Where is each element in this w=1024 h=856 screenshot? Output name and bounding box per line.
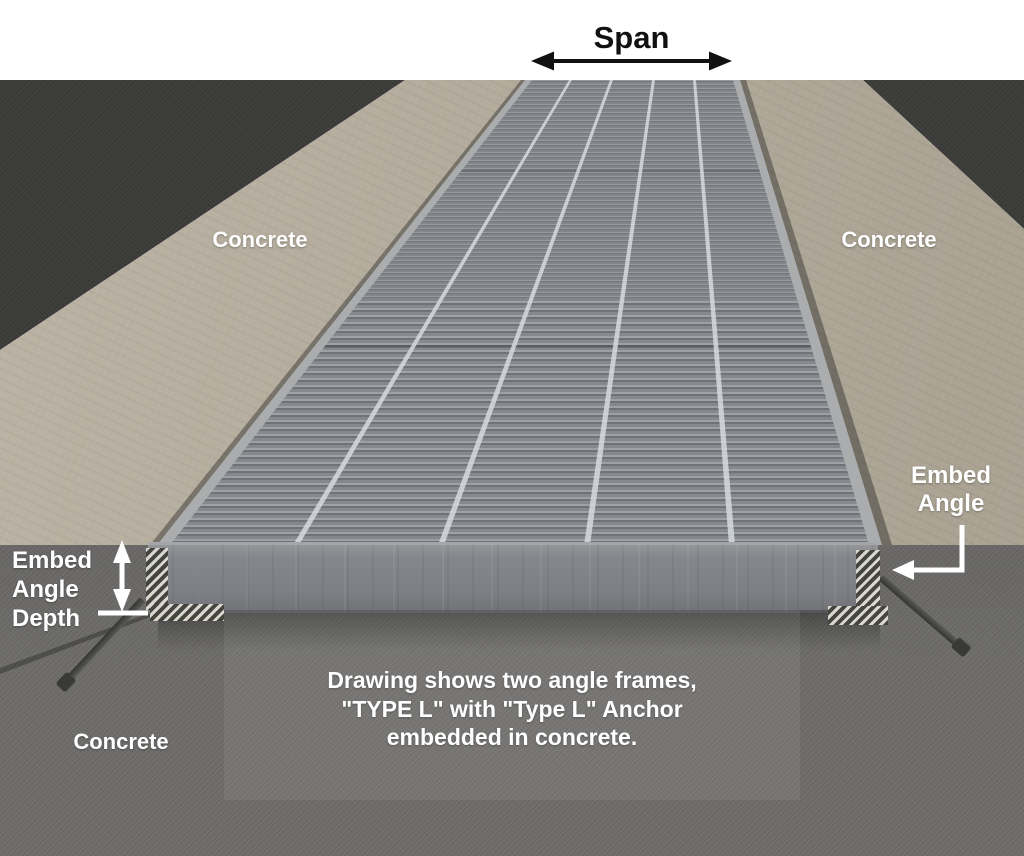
- embed-angle-hatch-left: [146, 548, 168, 610]
- embed-angle-label: Embed Angle: [901, 462, 1001, 518]
- embed-angle-depth-line: Embed: [12, 547, 93, 574]
- front-band-bottom-edge: [150, 610, 878, 614]
- grating-front-band: [148, 545, 878, 613]
- concrete-label-left: Concrete: [212, 227, 308, 252]
- embed-angle-hatch-under-left: [150, 604, 224, 621]
- caption-panel: [224, 610, 800, 800]
- span-label: Span: [593, 20, 670, 55]
- front-band-shadow: [158, 613, 880, 651]
- concrete-label-foreground: Concrete: [73, 729, 169, 754]
- caption-line: embedded in concrete.: [386, 724, 638, 750]
- embed-angle-depth-line: Angle: [12, 576, 79, 603]
- front-band-top-edge: [148, 542, 878, 546]
- caption-line: Drawing shows two angle frames,: [327, 667, 697, 693]
- caption-line: "TYPE L" with "Type L" Anchor: [341, 695, 683, 722]
- embed-angle-line: Embed: [910, 462, 991, 489]
- embed-angle-line: Angle: [917, 490, 985, 517]
- embed-angle-hatch-right: [856, 550, 880, 612]
- caption-text: Drawing shows two angle frames, "TYPE L"…: [224, 666, 800, 752]
- embed-angle-depth-label: Embed Angle Depth: [12, 546, 124, 633]
- embed-angle-hatch-under-right: [828, 606, 888, 625]
- embed-angle-depth-line: Depth: [12, 605, 80, 632]
- concrete-label-right: Concrete: [841, 227, 937, 252]
